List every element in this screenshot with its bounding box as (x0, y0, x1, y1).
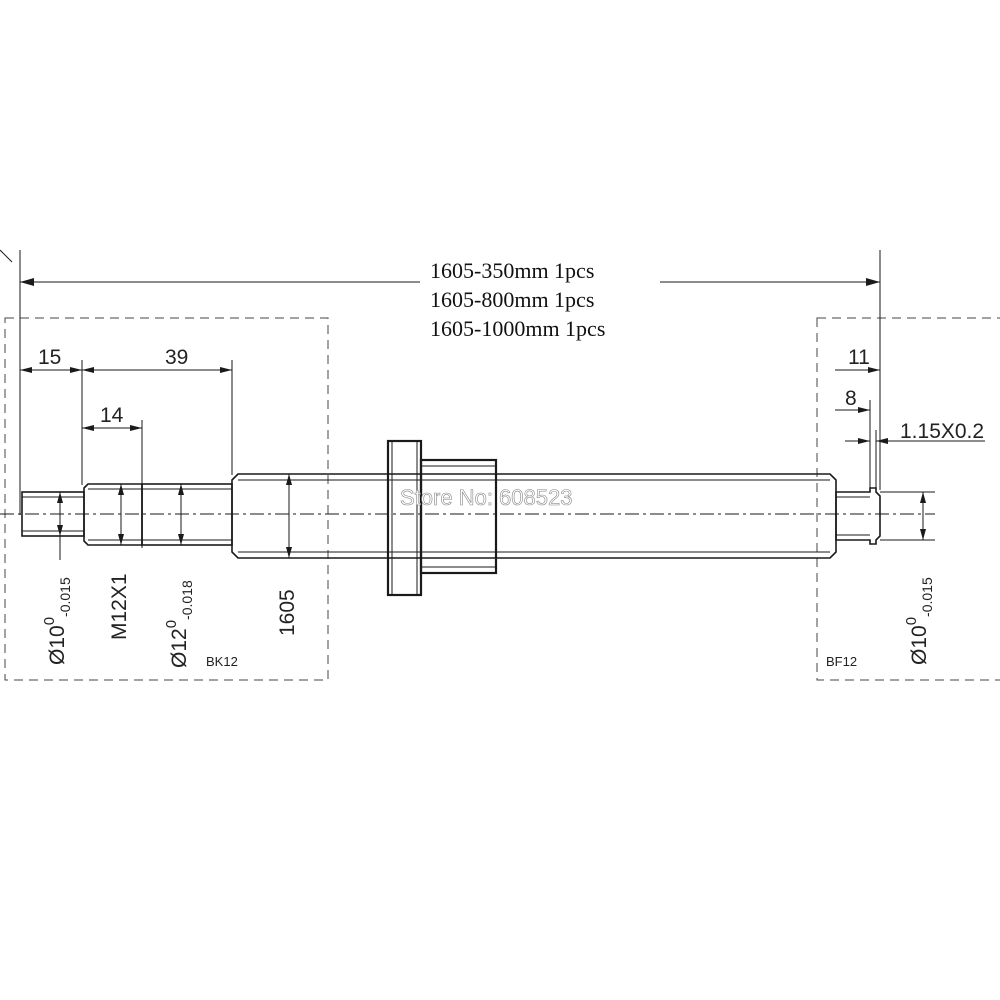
groove-dimension-label: 1.15X0.2 (900, 420, 984, 443)
overall-length-dimension (0, 249, 881, 515)
bearing-seat-diameter-label: Ø120-0.018 (163, 580, 195, 668)
svg-text:M12X1: M12X1 (108, 573, 131, 640)
length-spec-line-1: 1605-350mm 1pcs (430, 258, 594, 283)
thread-size-label: M12X1 (108, 573, 131, 640)
bf12-support-outline (816, 317, 1000, 681)
left-step-dimensions (20, 360, 233, 548)
bf12-label: BF12 (826, 654, 857, 669)
svg-text:1605: 1605 (276, 589, 299, 636)
bk12-support-outline (4, 317, 329, 681)
diameter-dimension-lines (57, 474, 935, 560)
dim-39-label: 39 (165, 346, 188, 369)
dim-15-label: 15 (38, 346, 61, 369)
length-spec-line-2: 1605-800mm 1pcs (430, 287, 594, 312)
dim-11-label: 11 (848, 346, 870, 369)
screw-size-label: 1605 (276, 589, 299, 636)
left-journal-diameter-label: Ø100-0.015 (41, 577, 73, 665)
svg-text:Ø100-0.015: Ø100-0.015 (41, 577, 73, 665)
bk12-label: BK12 (206, 654, 238, 669)
right-step-dimensions (835, 367, 985, 490)
dim-8-label: 8 (845, 387, 857, 410)
store-watermark: Store No: 608523 (400, 485, 572, 510)
ball-nut (386, 439, 498, 597)
right-journal-diameter-label: Ø100-0.015 (903, 577, 935, 665)
svg-text:Ø100-0.015: Ø100-0.015 (903, 577, 935, 665)
dim-14-label: 14 (100, 404, 124, 427)
svg-text:Ø120-0.018: Ø120-0.018 (163, 580, 195, 668)
length-spec-line-3: 1605-1000mm 1pcs (430, 316, 605, 341)
